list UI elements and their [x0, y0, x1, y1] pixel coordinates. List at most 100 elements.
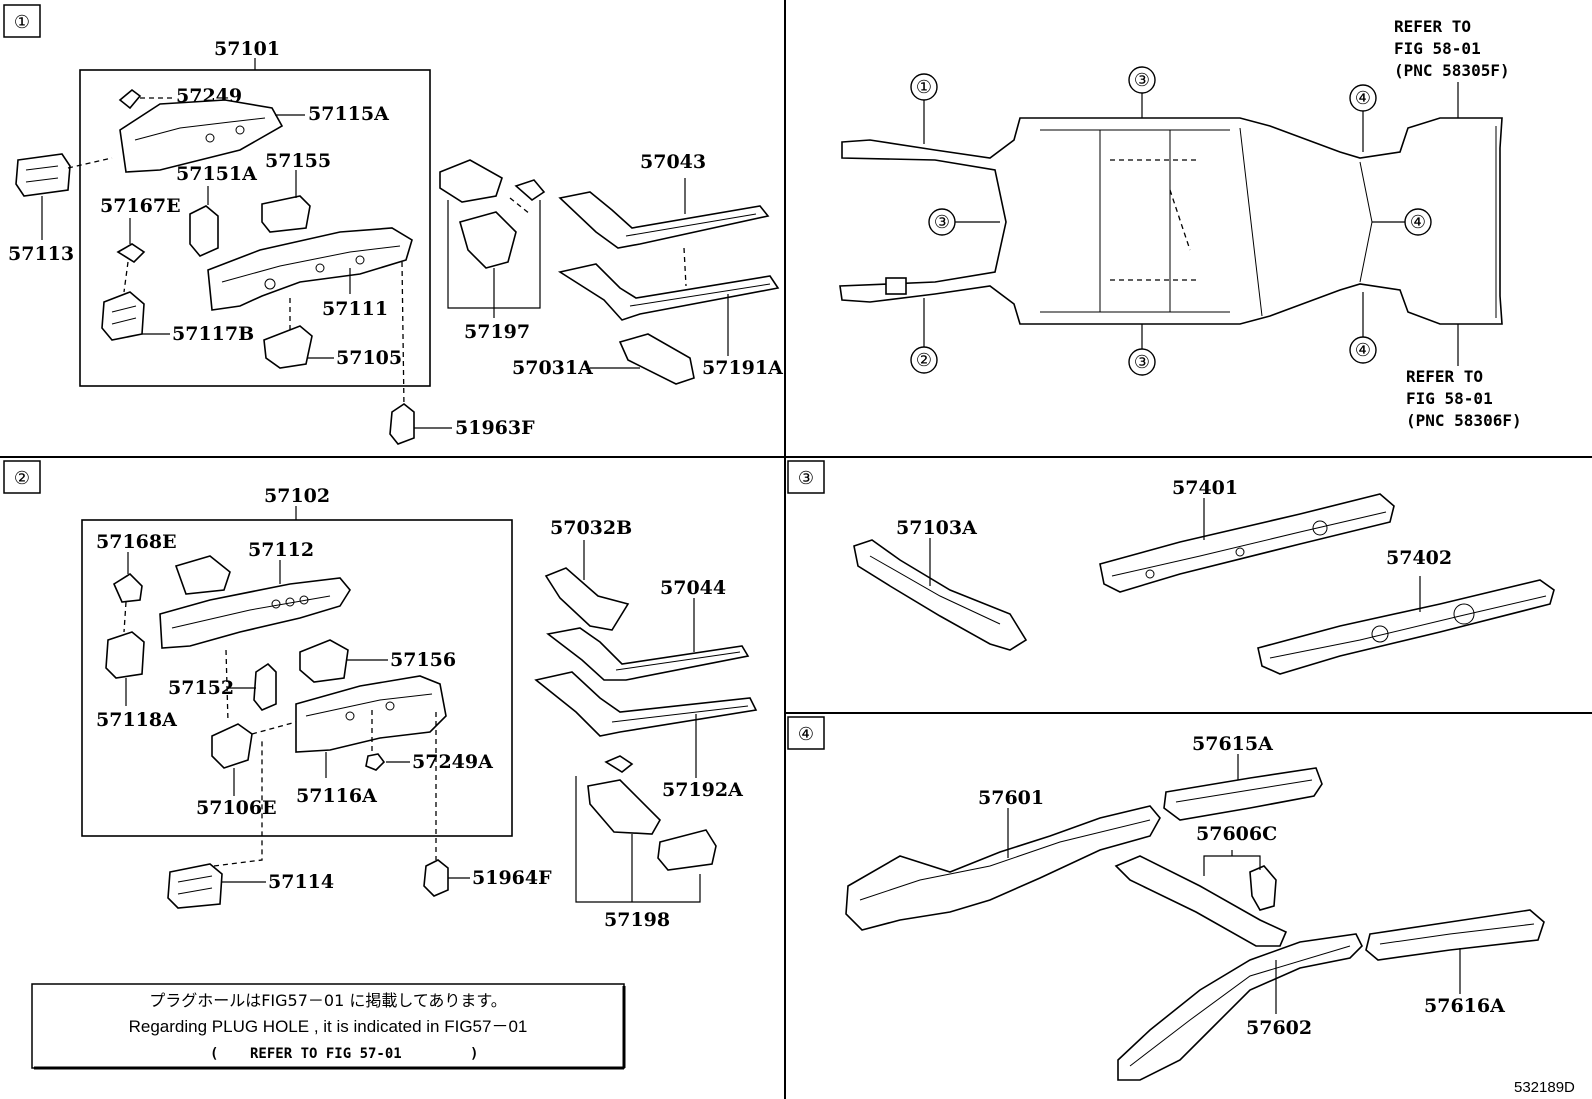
svg-text:②: ②	[14, 468, 30, 489]
part-57249A-shape	[365, 753, 386, 771]
part-57044-shape	[546, 627, 750, 681]
part-label-57192A: 57192A	[662, 779, 743, 801]
part-label-57152: 57152	[168, 677, 234, 699]
part-57167E-shape	[116, 243, 146, 264]
plug-hole-note: プラグホールはFIG57－01 に掲載してあります。 Regarding PLU…	[31, 983, 626, 1070]
part-label-57044: 57044	[660, 577, 726, 599]
svg-text:③: ③	[1134, 352, 1150, 373]
part-57249-shape	[118, 88, 142, 110]
note-ref-close: )	[470, 1046, 478, 1062]
part-57156-shape	[299, 639, 349, 683]
part-label-57601: 57601	[978, 787, 1044, 809]
part-label-57615A: 57615A	[1192, 733, 1273, 755]
part-57031A-shape	[618, 333, 695, 385]
part-label-57117B: 57117B	[172, 323, 254, 345]
part-57606C-shape-a	[1114, 855, 1288, 947]
overview-marker-3-bottom: ③	[1128, 324, 1156, 376]
section-3-group: 57103A 57401 57402	[853, 477, 1555, 675]
part-label-57191A: 57191A	[702, 357, 783, 379]
part-label-57402: 57402	[1386, 547, 1452, 569]
part-label-57156: 57156	[390, 649, 456, 671]
part-label-57106E: 57106E	[196, 797, 277, 819]
part-51964F-shape	[423, 859, 449, 897]
part-label-57198: 57198	[604, 909, 670, 931]
svg-text:④: ④	[1410, 212, 1426, 233]
note-ref-open: (	[210, 1046, 218, 1062]
part-label-57168E: 57168E	[96, 531, 177, 553]
part-57118A-shape	[105, 631, 145, 679]
part-label-57606C: 57606C	[1196, 823, 1277, 845]
part-label-57114: 57114	[268, 871, 334, 893]
part-57116A-shape	[295, 675, 447, 753]
part-57111-shape	[207, 227, 413, 311]
part-57114-shape	[167, 863, 223, 909]
part-label-51964F: 51964F	[472, 867, 552, 889]
section-2-group: 57102 57168E 57118A 57112 57156 57152 5	[31, 485, 758, 1070]
part-label-57113: 57113	[8, 243, 74, 265]
part-51963F-shape	[389, 403, 415, 445]
svg-text:③: ③	[934, 212, 950, 233]
part-57192A-shape	[534, 671, 758, 737]
refer-top-line1: REFER TO	[1394, 17, 1471, 36]
refer-top-line3: (PNC 58305F)	[1394, 61, 1510, 80]
overview-marker-4-bottom: ④	[1349, 292, 1377, 364]
part-label-57111: 57111	[322, 298, 388, 320]
part-57401-shape	[1099, 493, 1395, 593]
part-57106E-shape	[211, 723, 253, 769]
section-marker-1: ①	[3, 4, 41, 38]
svg-text:④: ④	[1355, 88, 1371, 109]
note-en-text: Regarding PLUG HOLE , it is indicated in…	[129, 1017, 528, 1036]
part-57115A-shape	[119, 99, 284, 173]
overview-marker-1: ①	[910, 73, 938, 144]
section-marker-3: ③	[787, 460, 825, 494]
part-57615A-shape	[1163, 767, 1323, 821]
part-label-57112: 57112	[248, 539, 314, 561]
section-marker-4: ④	[787, 716, 825, 750]
svg-text:①: ①	[916, 77, 932, 98]
part-57197-shape-c	[459, 211, 517, 269]
part-57032B-shape	[544, 567, 630, 631]
document-id: 532189D	[1514, 1079, 1575, 1096]
frame-bracket	[885, 277, 907, 295]
part-label-57249A: 57249A	[412, 751, 493, 773]
refer-top-line2: FIG 58-01	[1394, 39, 1481, 58]
part-57602-shape	[1117, 933, 1363, 1081]
part-label-57167E: 57167E	[100, 195, 181, 217]
part-57112-shape	[159, 577, 351, 649]
part-57112-bracket	[174, 555, 231, 595]
part-label-57115A: 57115A	[308, 103, 389, 125]
part-57402-shape	[1257, 579, 1555, 675]
svg-text:④: ④	[798, 724, 814, 745]
part-57152-shape	[253, 662, 277, 711]
part-label-57102: 57102	[264, 485, 330, 507]
section-1-group: 57101 57249 57115A 57113 57151A 57155 57…	[8, 38, 783, 445]
part-57198-shape-c	[657, 829, 717, 871]
part-57151A-shape	[189, 205, 219, 257]
overview-marker-4-top: ④	[1349, 84, 1377, 152]
part-57043-shape	[558, 191, 770, 249]
refer-bottom-line1: REFER TO	[1406, 367, 1483, 386]
part-label-57118A: 57118A	[96, 709, 177, 731]
part-label-57155: 57155	[265, 150, 331, 172]
part-label-51963F: 51963F	[455, 417, 535, 439]
part-label-57031A: 57031A	[512, 357, 593, 379]
part-57113-shape	[15, 153, 71, 197]
part-label-57101: 57101	[214, 38, 280, 60]
part-label-57616A: 57616A	[1424, 995, 1505, 1017]
part-57616A-shape	[1365, 909, 1545, 961]
part-57198-shape-b	[587, 779, 661, 835]
frame-overview-group: ① ② ③ ③ ③ ③ ④	[839, 17, 1522, 430]
svg-text:②: ②	[916, 350, 932, 371]
refer-bottom-line2: FIG 58-01	[1406, 389, 1493, 408]
part-57117B-shape	[101, 291, 145, 341]
part-label-57602: 57602	[1246, 1017, 1312, 1039]
note-ref-text: REFER TO FIG 57-01	[250, 1046, 402, 1062]
part-57105-shape	[263, 325, 313, 369]
part-label-57197: 57197	[464, 321, 530, 343]
part-57197-shape-b	[514, 179, 546, 202]
refer-bottom-line3: (PNC 58306F)	[1406, 411, 1522, 430]
part-57191A-shape	[557, 263, 780, 321]
part-label-57401: 57401	[1172, 477, 1238, 499]
part-57168E-shape	[112, 572, 143, 603]
